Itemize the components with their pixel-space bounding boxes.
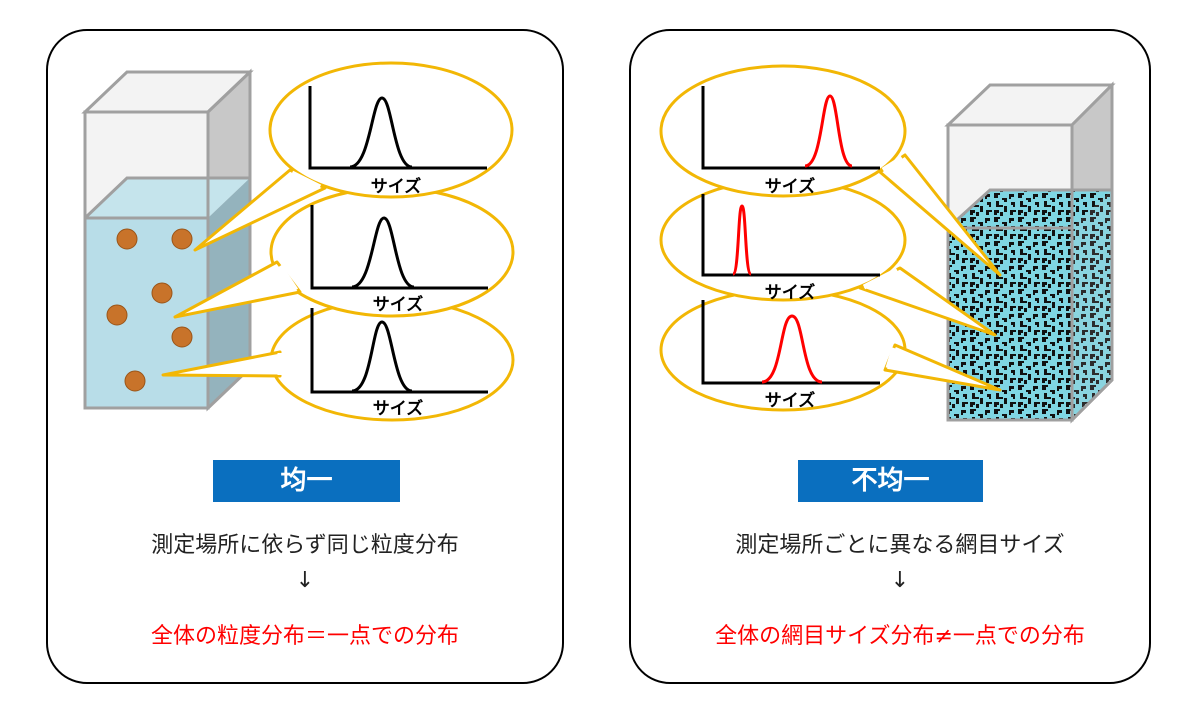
- down-arrow: ↓: [295, 568, 315, 593]
- axis-label: サイズ: [765, 176, 816, 197]
- axis-label: サイズ: [373, 398, 424, 419]
- particle: [124, 370, 146, 392]
- speech-bubble-middle: [659, 178, 997, 337]
- uniform-label: 均一: [213, 460, 400, 502]
- distribution-curve: [349, 96, 413, 169]
- graph-axes: [701, 86, 880, 170]
- distribution-curve: [761, 314, 823, 384]
- nonuniform-description: 測定場所ごとに異なる網目サイズ: [735, 533, 1065, 558]
- axis-label: サイズ: [371, 176, 422, 197]
- graph-axes: [310, 308, 488, 394]
- nonuniform-label: 不均一: [798, 460, 983, 502]
- particle: [151, 282, 173, 304]
- particle: [116, 228, 138, 250]
- nonuniform-conclusion: 全体の網目サイズ分布≠一点での分布: [715, 624, 1085, 649]
- graph-axes: [310, 205, 488, 290]
- graph-axes: [308, 86, 487, 170]
- speech-bubble-top: [193, 61, 514, 252]
- speech-bubble-middle: [173, 186, 515, 319]
- speech-bubble-top: [659, 64, 1002, 277]
- graph-axes: [701, 194, 880, 277]
- down-arrow: ↓: [890, 568, 910, 593]
- distribution-curve: [731, 204, 753, 276]
- uniform-distributions: [308, 86, 488, 394]
- particle: [171, 228, 193, 250]
- nonuniform-beaker: [944, 81, 1116, 424]
- distribution-curve: [351, 320, 413, 393]
- speech-bubble-bottom: [659, 288, 1002, 412]
- distribution-curve: [804, 94, 853, 168]
- uniform-conclusion: 全体の粒度分布＝一点での分布: [150, 624, 459, 649]
- particles: [106, 228, 193, 392]
- distribution-curve: [351, 216, 415, 289]
- axis-label: サイズ: [373, 294, 424, 315]
- axis-label: サイズ: [765, 282, 816, 303]
- uniform-description: 測定場所に依らず同じ粒度分布: [151, 533, 459, 558]
- particle: [171, 326, 193, 348]
- uniform-beaker: [81, 68, 254, 412]
- nonuniform-distributions: [701, 86, 880, 385]
- particle: [106, 304, 128, 326]
- axis-label: サイズ: [765, 390, 816, 411]
